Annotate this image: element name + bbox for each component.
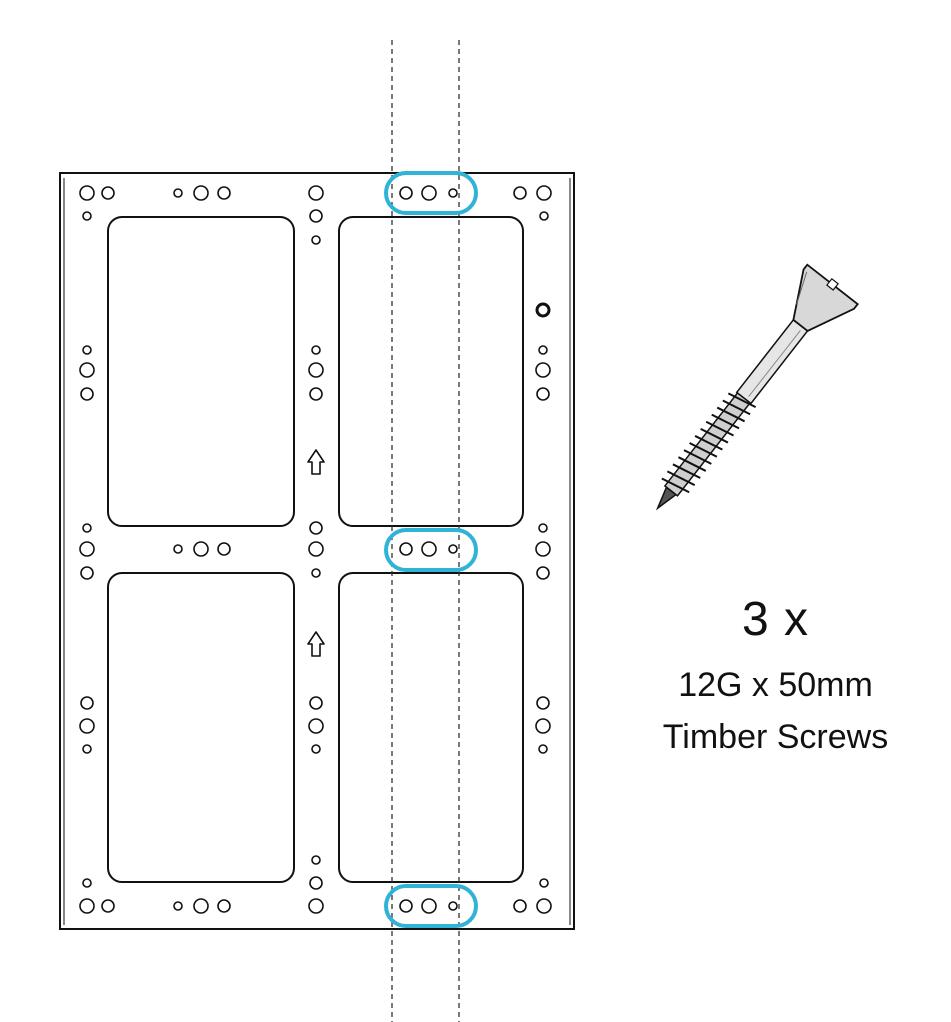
mounting-hole bbox=[101, 899, 115, 913]
screw-thread bbox=[661, 477, 690, 494]
cutout-top-left bbox=[107, 216, 295, 527]
screw-thread bbox=[700, 427, 729, 444]
mounting-hole bbox=[311, 855, 321, 865]
screw-thread bbox=[678, 456, 707, 472]
mounting-hole bbox=[309, 387, 323, 401]
mounting-hole bbox=[448, 188, 458, 198]
mounting-hole bbox=[173, 544, 183, 554]
mounting-hole bbox=[79, 898, 95, 914]
mounting-hole bbox=[539, 878, 549, 888]
mounting-hole bbox=[539, 211, 549, 221]
mounting-hole bbox=[535, 718, 551, 734]
mounting-hole bbox=[536, 898, 552, 914]
mounting-hole bbox=[82, 878, 92, 888]
mounting-hole bbox=[399, 186, 413, 200]
screw-position-bottom bbox=[384, 884, 478, 928]
mounting-hole bbox=[399, 899, 413, 913]
mounting-hole bbox=[308, 718, 324, 734]
cutout-bottom-left bbox=[107, 572, 295, 883]
mounting-hole bbox=[173, 188, 183, 198]
mounting-hole bbox=[535, 541, 551, 557]
screw-thread bbox=[711, 413, 740, 430]
mounting-hole bbox=[193, 541, 209, 557]
mounting-hole bbox=[80, 696, 94, 710]
mounting-hole bbox=[79, 718, 95, 734]
mounting-hole bbox=[538, 523, 548, 533]
mounting-hole bbox=[193, 898, 209, 914]
mounting-hole bbox=[82, 744, 92, 754]
mounting-hole bbox=[82, 211, 92, 221]
mounting-hole bbox=[79, 362, 95, 378]
mounting-hole bbox=[173, 901, 183, 911]
screw-thread bbox=[727, 392, 757, 409]
mounting-holes bbox=[79, 185, 552, 914]
mounting-hole bbox=[80, 387, 94, 401]
mounting-hole bbox=[309, 521, 323, 535]
mounting-hole bbox=[193, 185, 209, 201]
mounting-hole bbox=[82, 523, 92, 533]
mounting-hole bbox=[80, 566, 94, 580]
mounting-hole bbox=[513, 186, 527, 200]
mounting-hole bbox=[536, 185, 552, 201]
screw-quantity-label: 3 x bbox=[741, 593, 810, 646]
mounting-hole bbox=[535, 362, 551, 378]
mounting-hole bbox=[82, 345, 92, 355]
mounting-hole bbox=[399, 542, 413, 556]
cutout-top-right bbox=[338, 216, 524, 527]
mounting-hole bbox=[513, 899, 527, 913]
mounting-plate bbox=[59, 172, 575, 930]
mounting-hole bbox=[217, 186, 231, 200]
screw-thread bbox=[689, 442, 718, 458]
screw-position-highlights bbox=[384, 171, 478, 928]
mounting-hole bbox=[536, 566, 550, 580]
screw-position-top bbox=[384, 171, 478, 215]
mounting-hole bbox=[421, 541, 437, 557]
screw-size-label: 12G x 50mm bbox=[678, 666, 873, 704]
mounting-hole bbox=[421, 185, 437, 201]
mounting-hole bbox=[308, 185, 324, 201]
mounting-hole bbox=[309, 876, 323, 890]
mounting-hole bbox=[538, 744, 548, 754]
screw-thread bbox=[716, 406, 746, 423]
mounting-hole bbox=[421, 898, 437, 914]
mounting-hole bbox=[535, 302, 551, 318]
mounting-hole bbox=[448, 544, 458, 554]
mounting-hole bbox=[311, 744, 321, 754]
mounting-hole bbox=[308, 541, 324, 557]
mounting-hole bbox=[311, 345, 321, 355]
screw-thread bbox=[694, 435, 723, 451]
mounting-hole bbox=[311, 568, 321, 578]
screw-thread bbox=[666, 470, 696, 487]
mounting-hole bbox=[538, 345, 548, 355]
mounting-hole bbox=[311, 235, 321, 245]
mounting-hole bbox=[217, 899, 231, 913]
up-arrow-icon bbox=[307, 631, 325, 657]
mounting-hole bbox=[309, 696, 323, 710]
mounting-hole bbox=[448, 901, 458, 911]
cutout-bottom-right bbox=[338, 572, 524, 883]
mounting-hole bbox=[308, 362, 324, 378]
screw-thread bbox=[722, 399, 751, 416]
mounting-hole bbox=[308, 898, 324, 914]
mounting-hole bbox=[309, 209, 323, 223]
screw-thread bbox=[705, 420, 734, 437]
mounting-hole bbox=[79, 541, 95, 557]
mounting-hole bbox=[101, 186, 115, 200]
screw-thread bbox=[672, 463, 701, 479]
screw-icon bbox=[655, 263, 859, 511]
screw-thread bbox=[683, 449, 712, 465]
up-arrow-icon bbox=[307, 449, 325, 475]
screw-position-middle bbox=[384, 528, 478, 572]
plate-outline bbox=[59, 172, 575, 930]
mounting-hole bbox=[79, 185, 95, 201]
mounting-hole bbox=[536, 696, 550, 710]
screw-type-label: Timber Screws bbox=[662, 718, 889, 756]
mounting-hole bbox=[217, 542, 231, 556]
mounting-hole bbox=[536, 387, 550, 401]
